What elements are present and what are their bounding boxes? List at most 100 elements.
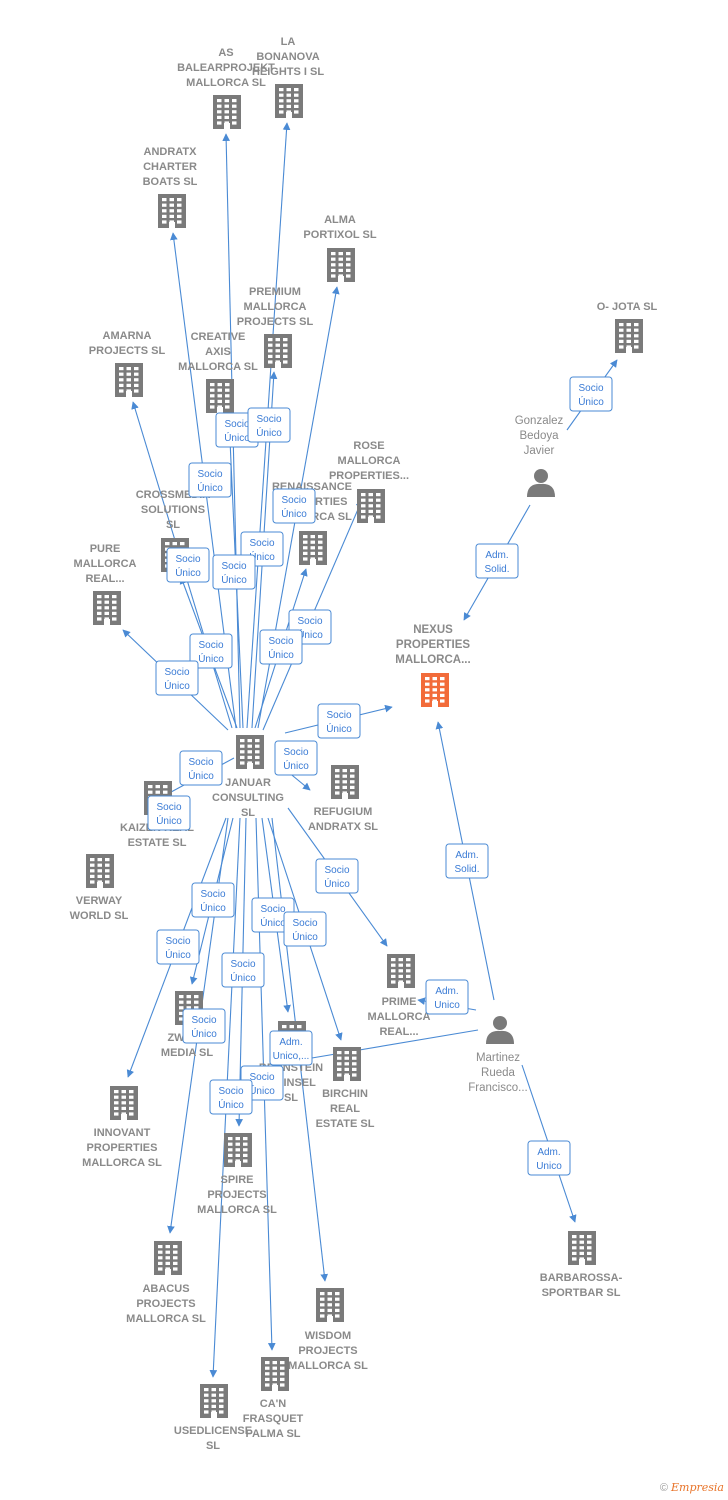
node-label: PURE xyxy=(90,543,121,555)
edge-label-text: Único xyxy=(256,426,282,439)
node-label: REAL... xyxy=(379,1026,418,1038)
edge-label-text: Único xyxy=(165,948,191,961)
building-icon xyxy=(568,1231,596,1265)
edge-label-text: Unico xyxy=(434,1000,460,1011)
edge-label-text: Único xyxy=(578,395,604,408)
edge-label-text: Adm. xyxy=(537,1147,560,1158)
edge-label-martinez-to-barbarossa[interactable]: Adm.Unico xyxy=(527,1140,571,1176)
node-rose[interactable]: ROSEMALLORCAPROPERTIES... xyxy=(329,440,409,523)
node-label: MALLORCA xyxy=(338,455,401,467)
node-label: PROPERTIES xyxy=(396,639,470,651)
node-barbarossa[interactable]: BARBAROSSA-SPORTBAR SL xyxy=(540,1231,623,1299)
edge-label-text: Socio xyxy=(191,1015,216,1026)
edge-label-text: Único xyxy=(249,1084,275,1097)
edge-label-text: Socio xyxy=(326,710,351,721)
edge-label-martinez-to-prime[interactable]: Adm.Unico xyxy=(425,979,469,1015)
edge-label-text: Socio xyxy=(578,383,603,394)
node-label: REAL xyxy=(330,1103,360,1115)
node-label: SL xyxy=(206,1440,220,1452)
node-ojota[interactable]: O- JOTA SL xyxy=(597,301,658,353)
node-label: SPIRE xyxy=(220,1174,253,1186)
edge-label-text: Único xyxy=(326,722,352,735)
edge-label-text: Socio xyxy=(230,959,255,970)
node-label: FRASQUET xyxy=(243,1413,304,1425)
edge-label-text: Único xyxy=(230,971,256,984)
edge-label-text: Único xyxy=(283,759,309,772)
node-prime[interactable]: PRIMEMALLORCAREAL... xyxy=(368,954,431,1038)
node-label: SL xyxy=(166,519,180,531)
node-nexus[interactable]: NEXUSPROPERTIESMALLORCA... xyxy=(395,624,471,707)
edge-label-text: Socio xyxy=(198,640,223,651)
node-label: PORTIXOL SL xyxy=(303,229,376,241)
node-label: MEDIA SL xyxy=(161,1047,213,1059)
node-label: MALLORCA SL xyxy=(178,361,258,373)
edge-label-text: Socio xyxy=(156,802,181,813)
edge-label-text: Único xyxy=(198,652,224,665)
node-label: LA xyxy=(281,36,296,48)
node-label: Martinez xyxy=(476,1052,520,1064)
edge-label-text: Socio xyxy=(268,636,293,647)
node-label: MALLORCA SL xyxy=(288,1360,368,1372)
edge-label-text: Socio xyxy=(249,538,274,549)
node-label: WORLD SL xyxy=(70,910,129,922)
footer-brand[interactable]: © Empresia xyxy=(660,1481,724,1494)
node-label: O- JOTA SL xyxy=(597,301,658,313)
node-label: BALEARPROJEKT xyxy=(177,62,275,74)
node-martinez[interactable]: MartinezRuedaFrancisco... xyxy=(468,1016,528,1094)
building-icon xyxy=(236,735,264,769)
edge-label-gonzalez-to-nexus[interactable]: Adm.Solid. xyxy=(475,543,519,579)
edge-label-text: Solid. xyxy=(454,864,479,875)
edge-martinez-to-brunstein xyxy=(299,1029,479,1063)
node-pure[interactable]: PUREMALLORCAREAL... xyxy=(74,543,137,625)
building-icon xyxy=(158,194,186,228)
building-icon xyxy=(224,1133,252,1167)
building-icon xyxy=(86,854,114,888)
node-label: CONSULTING xyxy=(212,792,284,804)
node-label: SL xyxy=(284,1092,298,1104)
building-icon xyxy=(275,84,303,118)
edge-label-martinez-to-nexus[interactable]: Adm.Solid. xyxy=(445,843,489,879)
edge-label-martinez-to-brunstein[interactable]: Adm.Unico,... xyxy=(269,1030,313,1066)
node-label: SPORTBAR SL xyxy=(542,1287,621,1299)
building-icon xyxy=(93,591,121,625)
node-label: JANUAR xyxy=(225,777,271,789)
